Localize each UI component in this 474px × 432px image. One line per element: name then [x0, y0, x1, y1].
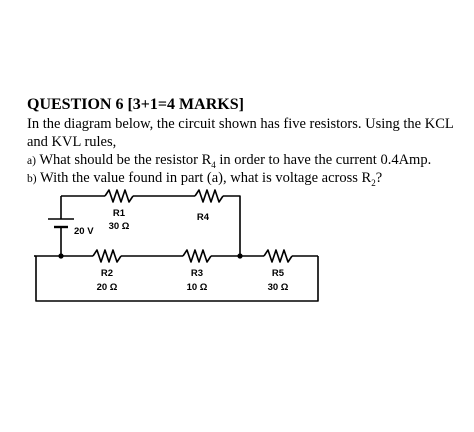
part-b-text: With the value found in part (a), what i…: [39, 170, 372, 186]
resistor-r2: [92, 249, 122, 263]
resistor-r3: [182, 249, 212, 263]
r3-value-label: 10 Ω: [187, 282, 208, 293]
source-label: 20 V: [74, 226, 94, 237]
part-b-label: b): [27, 173, 37, 185]
junction-dot-left: [58, 253, 64, 259]
resistor-r5: [263, 249, 293, 263]
resistor-r1: [104, 189, 134, 203]
r4-name-label: R4: [197, 212, 210, 223]
question-part-a: a) What should be the resistor R4 in ord…: [27, 151, 431, 174]
wire-top-right: [223, 195, 241, 256]
part-a-subscript: 4: [211, 159, 216, 170]
r3-name-label: R3: [191, 268, 203, 279]
part-a-text: What should be the resistor R: [39, 152, 212, 168]
question-part-b: b) With the value found in part (a), wha…: [27, 169, 382, 192]
r2-name-label: R2: [101, 268, 113, 279]
r1-name-label: R1: [113, 208, 126, 219]
junction-dot-right: [237, 253, 243, 259]
part-b-subscript: 2: [371, 177, 376, 188]
wire-outer-loop: [35, 256, 319, 302]
resistor-r4: [194, 189, 224, 203]
part-b-text-end: ?: [375, 170, 383, 186]
r1-value-label: 30 Ω: [109, 221, 130, 232]
r5-value-label: 30 Ω: [268, 282, 289, 293]
r5-name-label: R5: [272, 268, 285, 279]
question-intro: In the diagram below, the circuit shown …: [27, 116, 454, 150]
part-a-text-end: in order to have the current 0.4Amp.: [215, 152, 432, 168]
question-title: QUESTION 6 [3+1=4 MARKS]: [27, 96, 244, 113]
part-a-label: a): [27, 155, 36, 167]
r2-value-label: 20 Ω: [97, 282, 118, 293]
